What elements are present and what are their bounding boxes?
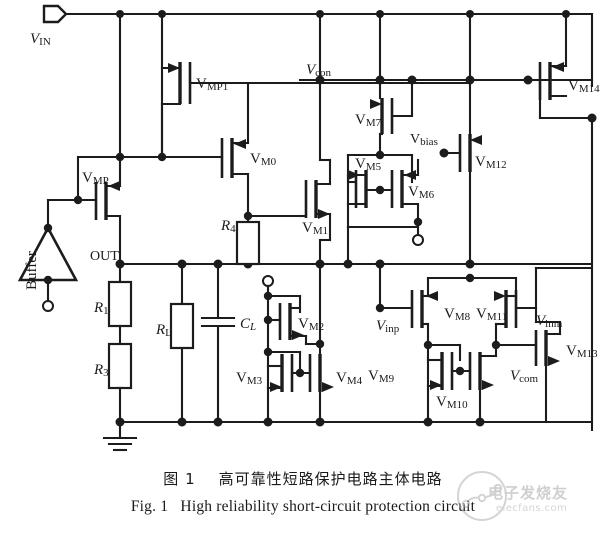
node [465,273,475,283]
pmos-arrow-icon [370,99,382,109]
transistor-vm7 [370,78,414,157]
label-vinm: Vinm [536,313,563,330]
label-vcon: Vcon [306,62,332,79]
capacitor-cl [200,262,236,424]
node [213,417,223,427]
resistor-rl [169,262,195,424]
nmos-arrow-icon [322,382,334,392]
buffer-block [17,198,79,312]
label-vm1: VM1 [302,220,328,237]
label-cl: CL [240,316,256,333]
node [375,150,385,160]
figure-caption-english: Fig. 1 High reliability short-circuit pr… [130,498,476,515]
vm6-open-terminal [412,234,424,246]
resistor-body [169,302,195,350]
label-vm9: VM9 [368,368,395,385]
transistor-vmp1 [160,62,472,159]
node [73,195,83,205]
node [158,10,166,18]
node [562,10,570,18]
buffer-open-terminal [42,300,54,312]
node [157,152,167,162]
label-vm12: VM12 [475,154,507,171]
label-vbias: Vbias [410,132,438,148]
label-r3: R3 [93,362,109,379]
label-vm13: VM13 [566,343,598,360]
pmos-arrow-icon [552,62,564,72]
transistor-cluster-vm2-vm3-vm4 [262,262,334,424]
figure-caption-chinese: 图 1 高可靠性短路保护电路主体电路 [163,470,443,488]
label-vm11: VM11 [476,306,507,323]
divider-r1-r3 [107,262,133,424]
node [316,10,324,18]
transistor-pair-vm5-vm6 [343,150,424,269]
label-out: OUT [90,249,119,264]
nmos-arrow-icon [318,209,330,219]
label-vm4: VM4 [336,370,363,387]
label-vmp1: VMP1 [196,76,228,93]
label-vm5: VM5 [355,156,382,173]
label-r4: R4 [220,218,236,235]
node [116,10,124,18]
label-vinp: Vinp [376,318,400,335]
node [376,10,384,18]
label-vcom: Vcom [510,368,539,385]
pmos-arrow-icon [168,63,180,73]
label-r1: R1 [93,300,109,317]
pmos-arrow-icon [470,135,482,145]
net-and-device-labels: VIN VMP1 Vcon VM0 VMP VM1 VM7 Vbias VM12… [30,31,600,411]
nmos-arrow-icon [348,170,360,180]
pmos-arrow-icon [494,291,506,301]
node [375,185,385,195]
nmos-arrow-icon [430,380,442,390]
transistor-vm13 [494,306,562,424]
buffer-label: Buffer [24,251,40,290]
node [177,417,187,427]
node [466,10,474,18]
pmos-arrow-icon [234,139,246,149]
vm2-open-terminal [262,275,274,287]
label-vm3: VM3 [236,370,263,387]
label-vin: VIN [30,31,51,48]
node [455,366,465,376]
transistor-vm12 [439,78,482,266]
label-vmp: VMP [82,170,109,187]
diffpair-vm8-vm11 [375,262,594,347]
node [343,259,353,269]
resistor-body [107,280,133,328]
label-rl: RL [155,322,172,339]
vin-branches [118,12,472,159]
out-rail [115,259,594,269]
mirror-vm9-vm10 [423,340,501,424]
resistor-body [107,342,133,390]
transistor-vm14 [526,10,597,432]
node [295,368,305,378]
transistor-vm1 [298,78,332,266]
pmos-arrow-icon [108,181,120,191]
vcon-rail [298,75,594,85]
label-vm0: VM0 [250,151,277,168]
transistor-vm0 [203,81,250,218]
nmos-arrow-icon [548,356,560,366]
transistor-vmp [46,155,122,266]
vin-rail [42,4,594,88]
label-vm8: VM8 [444,306,471,323]
label-vm10: VM10 [436,394,468,411]
nmos-arrow-icon [482,380,494,390]
label-vm14: VM14 [568,78,600,95]
ground-rail [102,417,594,452]
vin-port-icon [42,4,68,24]
label-vm7: VM7 [355,112,382,129]
nmos-arrow-icon [270,382,282,392]
node [315,75,325,85]
pmos-arrow-icon [426,291,438,301]
label-vm6: VM6 [408,184,435,201]
nmos-arrow-icon [292,330,304,340]
pmos-arrow-icon [404,170,416,180]
resistor-body [235,220,261,266]
label-vm2: VM2 [298,316,324,333]
resistor-r4 [235,211,302,266]
